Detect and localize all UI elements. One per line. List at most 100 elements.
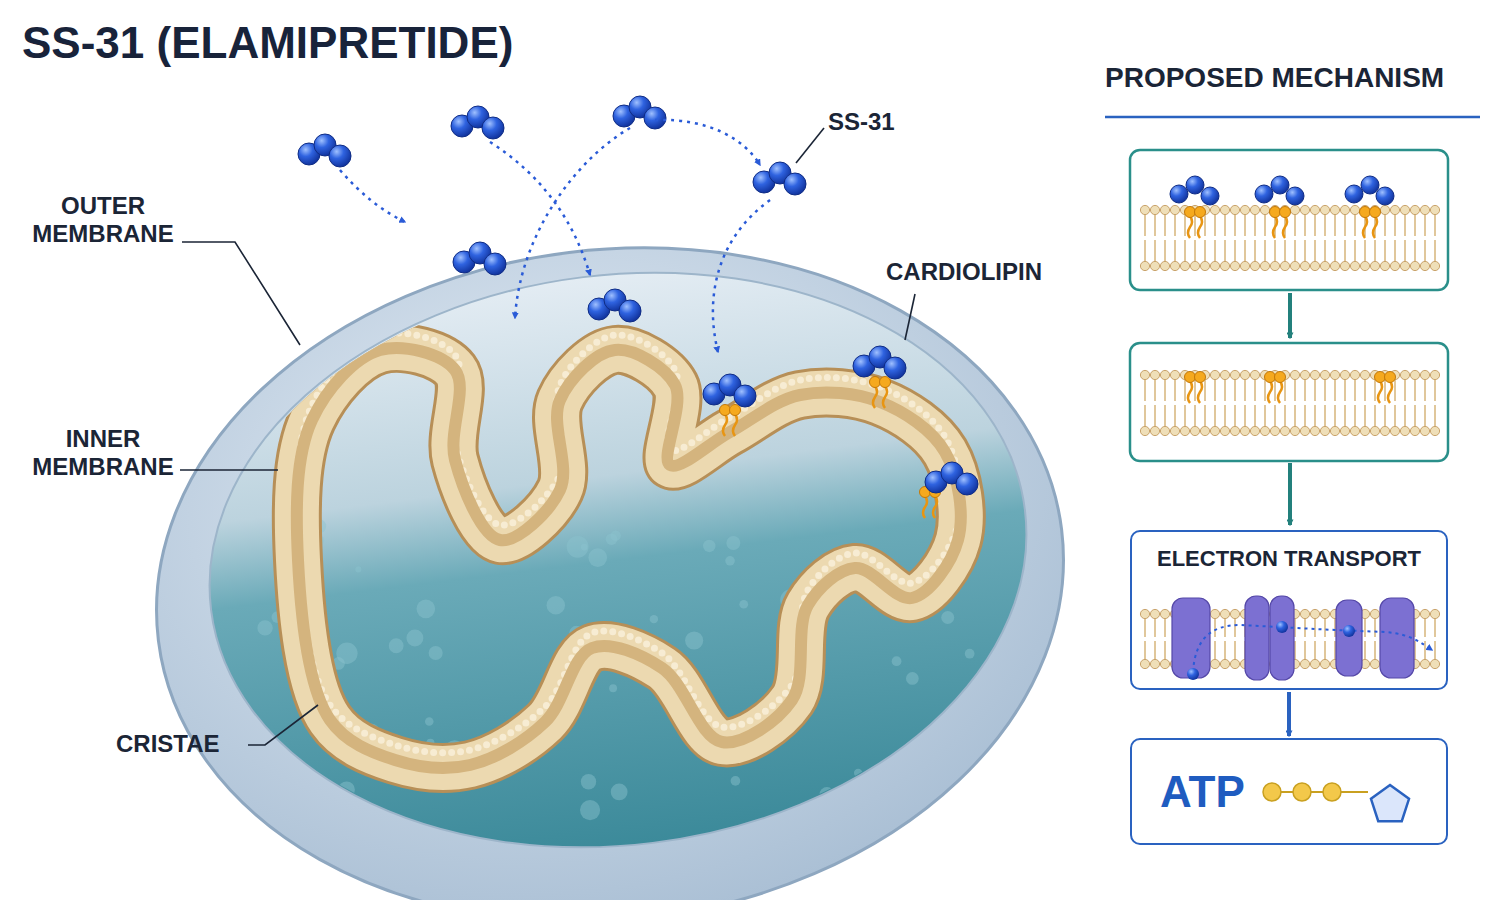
lipid-head [1240, 426, 1249, 435]
electron [1187, 668, 1199, 680]
lipid-head [1360, 370, 1369, 379]
lipid-head [1200, 261, 1209, 270]
ss31-molecule [613, 96, 666, 129]
lipid-head [1320, 659, 1329, 668]
ss31-bead [644, 107, 666, 129]
lipid-tail [1164, 240, 1166, 261]
granule [567, 536, 589, 558]
step-box [1130, 343, 1448, 461]
lipid-tail [1224, 619, 1226, 637]
granule [425, 717, 434, 726]
lipid-head [1310, 261, 1319, 270]
ss31-bead [1376, 187, 1394, 205]
ss31-molecule [753, 162, 806, 195]
granule [726, 536, 740, 550]
cardiolipin-tail [873, 386, 877, 408]
protein-complex [1380, 598, 1414, 678]
lipid-tail [1224, 405, 1226, 426]
lipid-tail [1194, 240, 1196, 261]
lipid-tail [1174, 405, 1176, 426]
lipid-head [1160, 370, 1169, 379]
lipid-head [1250, 205, 1259, 214]
lipid-head [1410, 261, 1419, 270]
cardiolipin-head [1370, 207, 1381, 218]
lipid-tail [1184, 240, 1186, 261]
lipid-head [1230, 426, 1239, 435]
lipid-head [1430, 370, 1439, 379]
granule [739, 600, 748, 609]
lipid-head [1250, 261, 1259, 270]
lipid-head [1370, 659, 1379, 668]
part-label: OUTER MEMBRANE [28, 192, 178, 247]
lipid-head [1310, 370, 1319, 379]
cristae [297, 333, 961, 768]
lipid-head [1310, 609, 1319, 618]
lipid-tail [1334, 240, 1336, 261]
ss31-bead [329, 145, 351, 167]
ss31-bead [1286, 187, 1304, 205]
uptake-arrows [340, 120, 770, 352]
lipid-head [1140, 426, 1149, 435]
lipid-tail [1294, 380, 1296, 401]
lipid-head [1240, 261, 1249, 270]
cardiolipin-tail [1278, 381, 1282, 403]
lipid-tail [1154, 405, 1156, 426]
lipid-tail [1254, 405, 1256, 426]
lipid-head [1140, 261, 1149, 270]
lipid-tail [1254, 215, 1256, 236]
lipid-tail [1244, 240, 1246, 261]
lipid-head [1150, 205, 1159, 214]
lipid-head [1370, 609, 1379, 618]
lipid-tail [1264, 405, 1266, 426]
ss31-bead [1186, 176, 1204, 194]
lipid-head [1230, 659, 1239, 668]
lipid-head [1380, 261, 1389, 270]
intermembrane-space [176, 227, 1059, 893]
ss31-bead [1345, 185, 1363, 203]
lipid-tail [1284, 380, 1286, 401]
electron [1276, 621, 1288, 633]
lipid-head [1150, 261, 1159, 270]
lipid-tail [1304, 641, 1306, 659]
lipid-tail [1184, 215, 1186, 236]
lipid-head [1360, 261, 1369, 270]
granule [650, 615, 658, 623]
lipid-tails [297, 348, 961, 768]
lipid-head [1400, 426, 1409, 435]
lipid-head [1220, 205, 1229, 214]
cardiolipin-tail [1268, 381, 1272, 403]
protein-complex [1270, 596, 1294, 680]
lipid-head [1210, 370, 1219, 379]
lipid-tail [1214, 215, 1216, 236]
granule [854, 769, 862, 777]
cardiolipin-tail [1373, 216, 1377, 238]
granule [257, 620, 272, 635]
lipid-head [1150, 609, 1159, 618]
lipid-tail [1254, 380, 1256, 401]
lipid-head [1160, 609, 1169, 618]
lipid-tail [1344, 405, 1346, 426]
lipid-tail [1374, 380, 1376, 401]
lipid-tail [1334, 405, 1336, 426]
lipid-tail [1414, 215, 1416, 236]
lipid-head [1350, 370, 1359, 379]
lipid-tail [1224, 240, 1226, 261]
cardiolipin-head [1270, 207, 1281, 218]
lipid-tail [1424, 405, 1426, 426]
lipid-tail [1374, 641, 1376, 659]
lipid-tail [1384, 215, 1386, 236]
lipid-tail [1374, 240, 1376, 261]
lipid-head [1210, 609, 1219, 618]
lipid-head [1420, 261, 1429, 270]
phosphate [1323, 783, 1341, 801]
node-ground [1130, 738, 1448, 845]
lipid-head [1300, 261, 1309, 270]
lipid-head [1330, 205, 1339, 214]
lipid-tail [1274, 380, 1276, 401]
lipid-tail [1324, 380, 1326, 401]
cardiolipin-molecule [1375, 372, 1396, 404]
lipid-tail [1174, 215, 1176, 236]
cardiolipin-head [1360, 207, 1371, 218]
cardiolipin-head [720, 405, 731, 416]
